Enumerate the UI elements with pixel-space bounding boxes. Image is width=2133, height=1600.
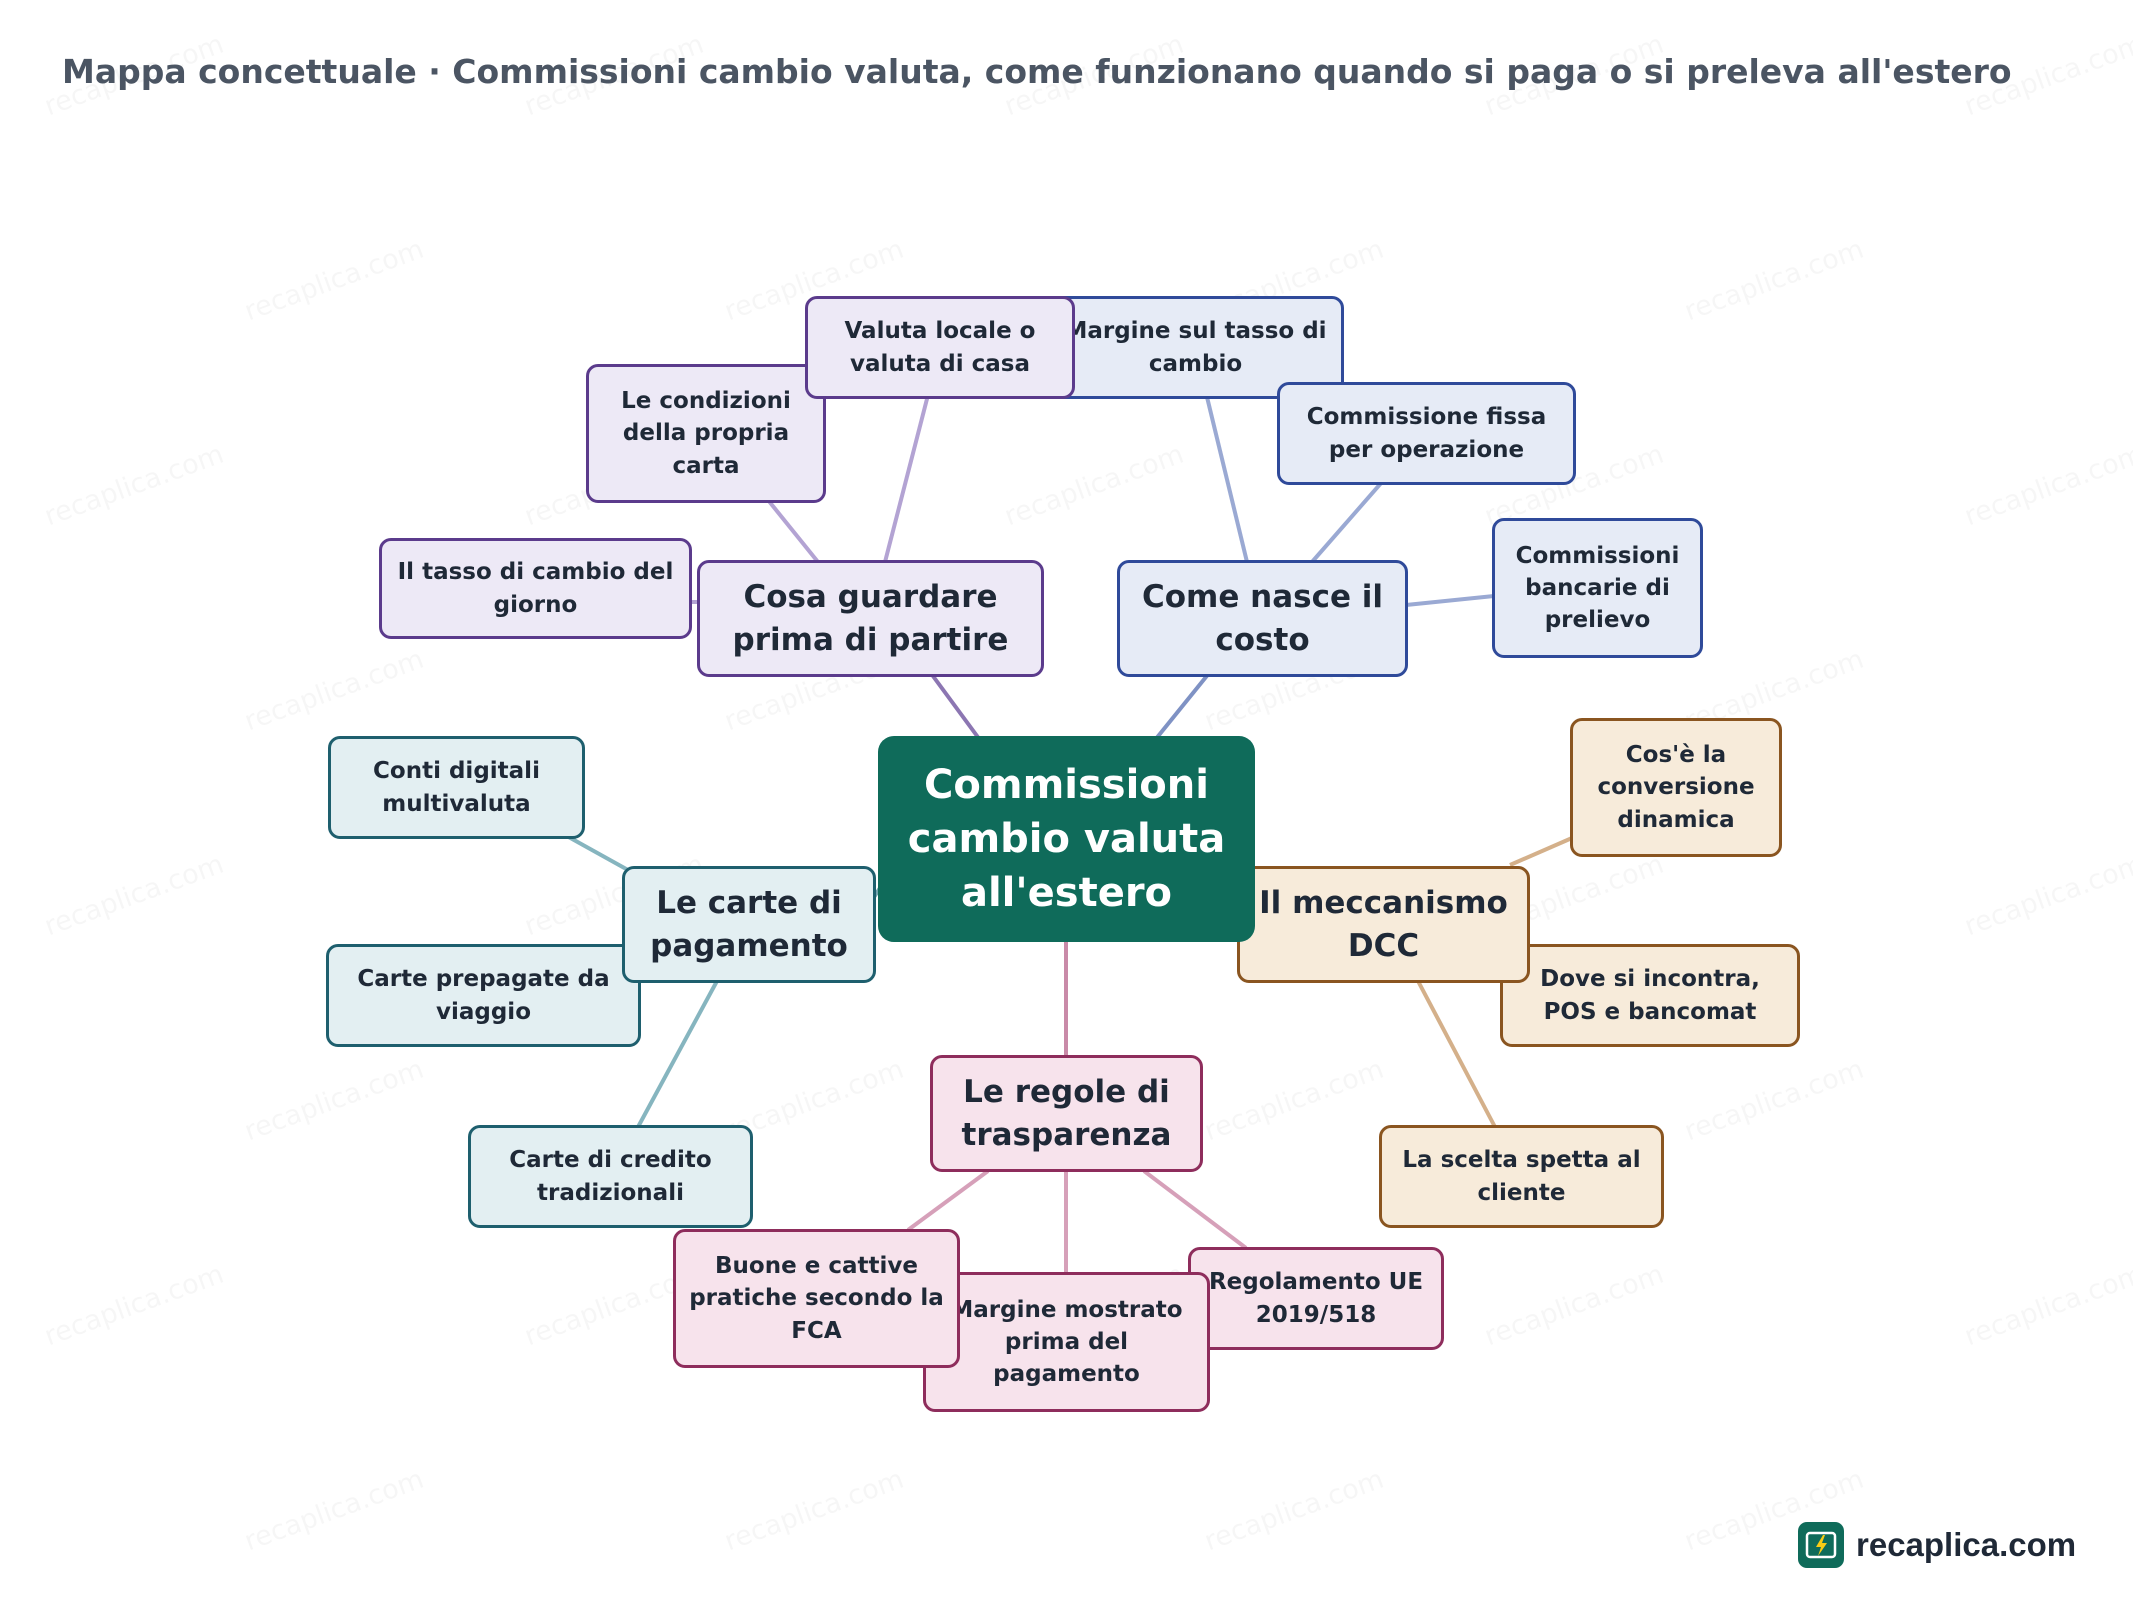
hub-cosa-guardare: Cosa guardare prima di partire [697, 560, 1044, 677]
leaf-tasso-cambio-giorno: Il tasso di cambio del giorno [379, 538, 692, 639]
leaf-commissioni-prelievo: Commissioni bancarie di prelievo [1492, 518, 1703, 658]
root-node: Commissioni cambio valuta all'estero [878, 736, 1255, 942]
edge-carte-credito [636, 980, 719, 1128]
leaf-margine-mostrato: Margine mostrato prima del pagamento [923, 1272, 1210, 1412]
edge-dcc-cose [1509, 836, 1573, 867]
edge-cosa-valuta-locale [883, 394, 930, 563]
edge-costo-prelievo [1405, 594, 1495, 607]
edge-dcc-scelta [1416, 980, 1497, 1128]
edge-carte-conti [564, 833, 629, 872]
brand-logo[interactable]: recaplica.com [1798, 1522, 2076, 1568]
edge-costo-margine [1205, 396, 1249, 563]
leaf-regolamento-ue: Regolamento UE 2019/518 [1188, 1247, 1444, 1350]
leaf-pratiche-fca: Buone e cattive pratiche secondo la FCA [673, 1229, 960, 1368]
leaf-condizioni-carta: Le condizioni della propria carta [586, 364, 826, 503]
edge-root-cosa-guardare [928, 670, 982, 742]
leaf-margine-tasso: Margine sul tasso di cambio [1047, 296, 1344, 399]
edge-costo-fissa [1310, 480, 1384, 564]
leaf-scelta-cliente: La scelta spetta al cliente [1379, 1125, 1664, 1228]
brand-name: recaplica.com [1856, 1526, 2077, 1563]
leaf-pos-bancomat: Dove si incontra, POS e bancomat [1500, 944, 1800, 1047]
edge-regole-regolamento [1142, 1169, 1248, 1250]
hub-come-nasce: Come nasce il costo [1117, 560, 1408, 677]
leaf-carte-credito: Carte di credito tradizionali [468, 1125, 753, 1228]
hub-regole-trasparenza: Le regole di trasparenza [930, 1055, 1203, 1172]
hub-carte-pagamento: Le carte di pagamento [622, 866, 876, 983]
edge-root-come-nasce [1153, 670, 1212, 742]
leaf-carte-prepagate: Carte prepagate da viaggio [326, 944, 641, 1047]
edge-cosa-condizioni [766, 498, 820, 564]
leaf-conversione-dinamica: Cos'è la conversione dinamica [1570, 718, 1782, 857]
leaf-valuta-locale: Valuta locale o valuta di casa [805, 296, 1075, 399]
page-title: Mappa concettuale · Commissioni cambio v… [62, 52, 2012, 91]
leaf-commissione-fissa: Commissione fissa per operazione [1277, 382, 1576, 485]
lightning-book-icon [1798, 1522, 1844, 1568]
leaf-conti-digitali: Conti digitali multivaluta [328, 736, 585, 839]
hub-meccanismo-dcc: Il meccanismo DCC [1237, 866, 1530, 983]
edge-regole-fca [906, 1169, 990, 1232]
